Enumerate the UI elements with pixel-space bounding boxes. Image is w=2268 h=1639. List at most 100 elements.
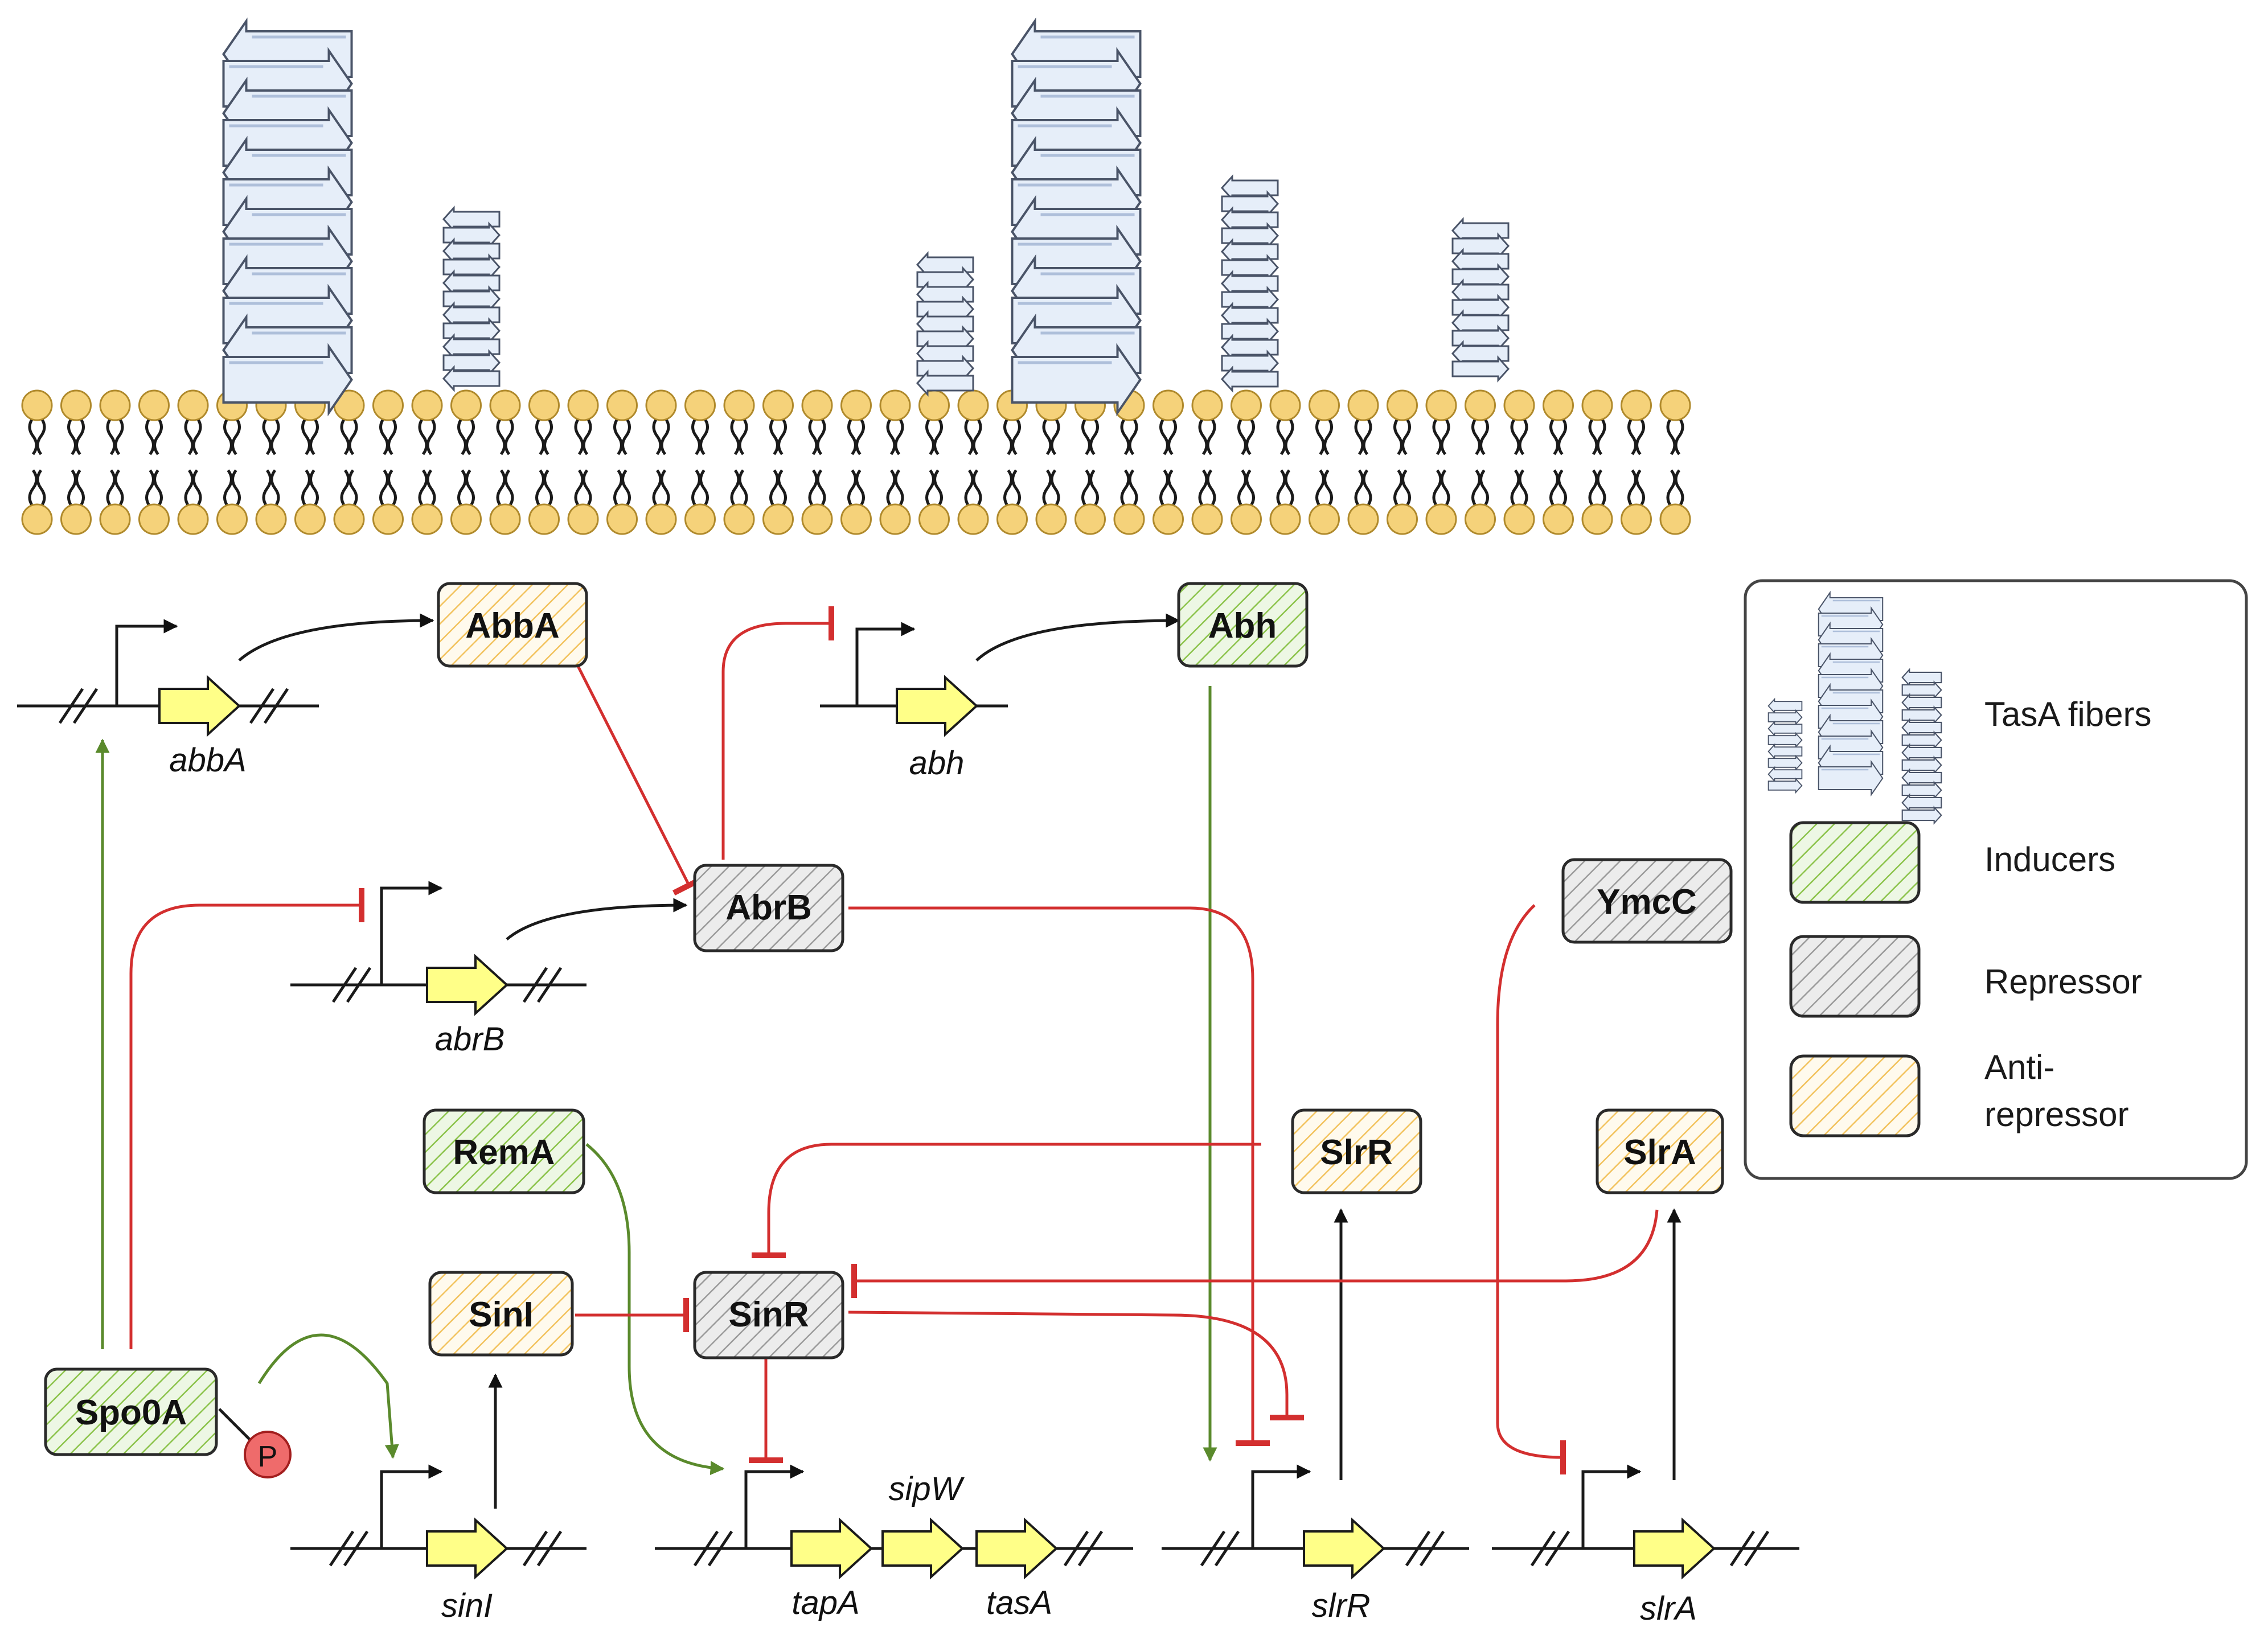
protein-ymcc-label: YmcC — [1597, 882, 1697, 922]
lipid-bottom-10 — [412, 470, 442, 534]
lipid-bottom-36 — [1426, 470, 1456, 534]
lipid-top-33 — [1310, 391, 1339, 454]
fiber-strand-b-10 — [442, 366, 501, 391]
lipid-top-35 — [1388, 391, 1417, 454]
lipid-bottom-26 — [1036, 470, 1066, 534]
legend-strand-c-11 — [1901, 806, 1942, 824]
protein-abba-label: AbbA — [465, 606, 559, 646]
lipid-bottom-8 — [334, 470, 364, 534]
gene-abh-label: abh — [909, 745, 965, 782]
lipid-bottom-29 — [1154, 470, 1183, 534]
gene-tasa-arrow — [975, 1519, 1057, 1578]
gene-tapa-arrow — [790, 1519, 872, 1578]
lipid-bottom-32 — [1270, 470, 1300, 534]
protein-rema-label: RemA — [453, 1133, 555, 1172]
gene-abba-arrow — [158, 676, 240, 736]
protein-abba: AbbA — [437, 582, 588, 668]
legend-repressor-label: Repressor — [1984, 963, 2142, 1001]
lipid-bottom-14 — [568, 470, 598, 534]
lipid-bottom-23 — [920, 470, 949, 534]
legend-strand-b-3 — [1767, 733, 1803, 747]
fiber-strand-e-12 — [1221, 367, 1279, 392]
lipid-bottom-19 — [764, 470, 793, 534]
lipid-bottom-1 — [61, 470, 91, 534]
lipid-bottom-17 — [686, 470, 715, 534]
lipid-top-34 — [1348, 391, 1378, 454]
lipid-bottom-12 — [490, 470, 520, 534]
legend-strand-a-11 — [1818, 761, 1884, 796]
legend-inducers-swatch — [1789, 821, 1921, 904]
legend-strand-b-2 — [1767, 721, 1803, 736]
lipid-bottom-41 — [1622, 470, 1651, 534]
protein-nodes: AbbA Abh AbrB YmcC RemA SlrR SlrA SinI — [44, 582, 1733, 1478]
lipid-top-20 — [802, 391, 832, 454]
lipid-bottom-34 — [1348, 470, 1378, 534]
phosphate-label: P — [258, 1440, 278, 1473]
protein-abrb: AbrB — [693, 864, 844, 952]
translation-arrows — [238, 613, 1681, 1509]
gene-slra-label: slrA — [1640, 1590, 1697, 1627]
gene-abrb-arrow — [426, 955, 508, 1014]
lipid-bottom-22 — [880, 470, 910, 534]
lipid-bottom-33 — [1310, 470, 1339, 534]
lipid-bottom-3 — [140, 470, 169, 534]
fiber-strand-a-11 — [224, 347, 352, 413]
lipid-top-39 — [1544, 391, 1573, 454]
lipid-top-12 — [490, 391, 520, 454]
lipid-bottom-24 — [958, 470, 988, 534]
cell-membrane — [22, 391, 1690, 534]
protein-abrb-label: AbrB — [725, 888, 812, 927]
protein-slra: SlrA — [1596, 1108, 1724, 1194]
lipid-bottom-35 — [1388, 470, 1417, 534]
protein-spo0a: Spo0A P — [44, 1367, 292, 1478]
lipid-top-14 — [568, 391, 598, 454]
lipid-bottom-5 — [218, 470, 247, 534]
lipid-bottom-6 — [256, 470, 286, 534]
gene-slrr-arrow — [1303, 1519, 1385, 1578]
lipid-bottom-0 — [22, 470, 52, 534]
lipid-top-21 — [842, 391, 871, 454]
legend-strand-b-0 — [1767, 699, 1803, 713]
legend-antirepressor-swatch — [1789, 1054, 1921, 1137]
gene-sipw-arrow — [881, 1519, 963, 1578]
lipid-top-16 — [646, 391, 676, 454]
lipid-top-31 — [1232, 391, 1261, 454]
protein-rema: RemA — [423, 1108, 585, 1194]
lipid-bottom-20 — [802, 470, 832, 534]
legend-strand-b-4 — [1767, 744, 1803, 759]
lipid-bottom-7 — [296, 470, 325, 534]
lipid-top-2 — [100, 391, 130, 454]
protein-abh: Abh — [1177, 582, 1309, 668]
lipid-top-18 — [724, 391, 754, 454]
lipid-bottom-16 — [646, 470, 676, 534]
fiber-strand-d-11 — [1012, 347, 1141, 413]
fiber-strand-f-9 — [1451, 356, 1510, 381]
gene-sipw-label: sipW — [889, 1470, 965, 1507]
lipid-top-17 — [686, 391, 715, 454]
legend-antirepressor-label-1: Anti- — [1984, 1048, 2054, 1086]
protein-ymcc: YmcC — [1561, 858, 1733, 944]
lipid-top-15 — [608, 391, 637, 454]
gene-slrr-label: slrR — [1311, 1587, 1370, 1624]
lipid-bottom-27 — [1076, 470, 1105, 534]
gene-sini-label: sinI — [441, 1587, 493, 1624]
gene-abrb-label: abrB — [435, 1021, 505, 1058]
gene-sini-arrow — [426, 1519, 508, 1578]
protein-sinr: SinR — [693, 1271, 844, 1359]
protein-slra-label: SlrA — [1623, 1133, 1696, 1172]
lipid-top-42 — [1660, 391, 1690, 454]
fiber-strand-c-8 — [916, 371, 974, 396]
legend-strand-b-5 — [1767, 755, 1803, 770]
lipid-top-11 — [452, 391, 481, 454]
legend-inducers-label: Inducers — [1984, 840, 2115, 878]
lipid-top-13 — [530, 391, 559, 454]
protein-abh-label: Abh — [1208, 606, 1277, 646]
protein-sinr-label: SinR — [728, 1295, 809, 1334]
legend: TasA fibers Inducers Repressor Anti- rep… — [1744, 579, 2248, 1180]
lipid-top-29 — [1154, 391, 1183, 454]
gene-abba-label: abbA — [169, 742, 246, 779]
gene-abh-arrow — [896, 676, 978, 736]
phosphate-badge — [244, 1431, 292, 1478]
lipid-bottom-21 — [842, 470, 871, 534]
